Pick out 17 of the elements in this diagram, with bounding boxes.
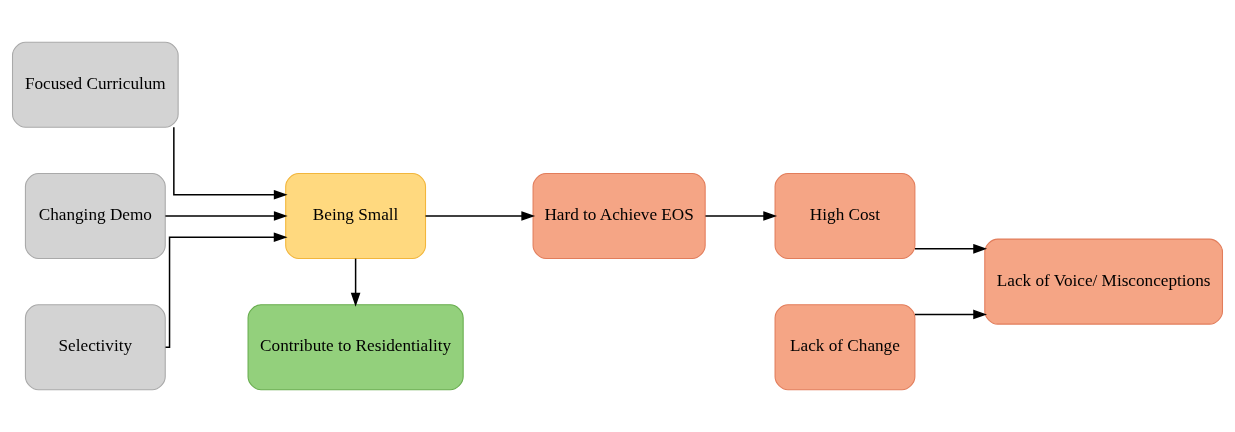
arrow [424, 211, 536, 221]
node-box: Lack of Voice/ Misconceptions [984, 238, 1223, 325]
arrow [704, 211, 778, 221]
node-box: Hard to Achieve EOS [532, 173, 706, 260]
node-box: Selectivity [24, 304, 166, 391]
arrow [173, 126, 288, 200]
arrow [350, 257, 361, 307]
node-box: High Cost [774, 173, 916, 260]
arrow [914, 243, 988, 254]
arrow [164, 211, 288, 221]
node-box: Focused Curriculum [12, 41, 179, 128]
arrow [914, 309, 988, 320]
node-box: Lack of Change [774, 304, 916, 391]
arrow [164, 232, 288, 348]
node-box: Changing Demo [24, 173, 166, 260]
node-box: Being Small [285, 173, 427, 260]
node-box: Contribute to Residentiality [247, 304, 464, 391]
